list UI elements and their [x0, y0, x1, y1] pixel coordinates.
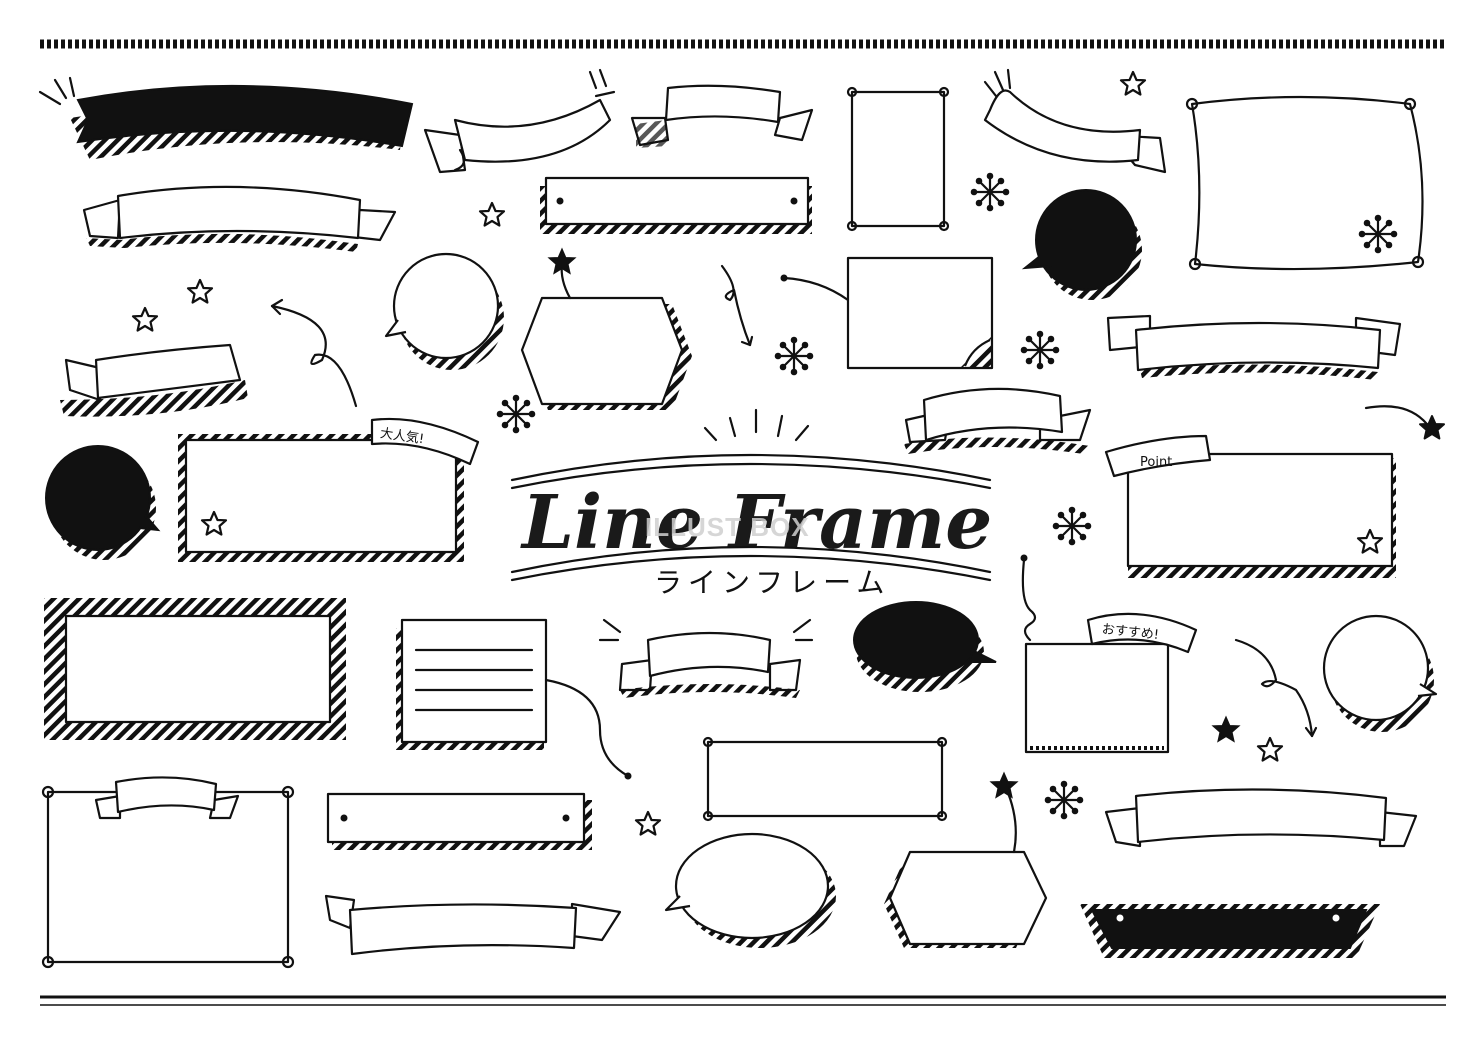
sticky-note-frame [780, 256, 994, 370]
watermark-text: ILLUST BOX [645, 512, 810, 542]
ribbon-curled-white-2 [983, 68, 1167, 174]
point-tag-frame: Point [1104, 434, 1396, 578]
recommended-tag-frame: おすすめ! [1020, 554, 1198, 754]
star-outline-icon [1119, 70, 1147, 96]
curly-arrow-2 [720, 264, 754, 347]
ribbon-long-white [82, 185, 397, 252]
speech-bubble-black-circle-1 [1021, 189, 1142, 300]
ribbon-black-solid [38, 76, 414, 160]
title-lockup: Line Frame ラインフレーム ILLUST BOX [510, 453, 992, 599]
burst-lines-title [703, 408, 810, 442]
plate-black-solid [1080, 904, 1380, 958]
wide-line-frame [702, 736, 948, 822]
hexagon-frame-2 [884, 773, 1048, 948]
subtitle-text: ラインフレーム [654, 566, 890, 599]
curly-arrow-3 [1234, 638, 1318, 738]
speech-bubble-black-circle-2 [45, 445, 161, 560]
ribbon-curled-white-1 [423, 68, 616, 174]
ribbon-frame-bottom-left [41, 776, 295, 969]
star-icon [634, 810, 662, 836]
title-text: Line Frame [520, 480, 992, 566]
star-icon [478, 201, 506, 227]
plate-frame-2 [326, 792, 592, 850]
ribbon-right-long [1106, 314, 1402, 380]
stars-cluster-left [131, 278, 214, 332]
striped-rect-frame [44, 598, 346, 740]
sparkle-icon [1044, 780, 1084, 820]
sparkle-icon [1052, 506, 1092, 546]
sparkle-icon [970, 172, 1010, 212]
lined-note-frame [396, 618, 632, 780]
speech-bubble-oval-outline [664, 832, 836, 948]
plate-frame-1 [540, 176, 812, 234]
stars-cluster-right [1213, 717, 1284, 762]
ribbon-wave-left [60, 343, 248, 417]
speech-bubble-black-oval [853, 601, 997, 692]
ribbon-mid-right [904, 387, 1092, 454]
sparkle-icon [774, 336, 814, 376]
ribbon-bottom-center [324, 894, 622, 956]
arrow-with-star [1364, 405, 1445, 440]
hexagon-frame-1 [520, 249, 692, 410]
speech-bubble-circle-outline-1 [384, 252, 504, 370]
ribbon-burst-center [598, 618, 814, 698]
bottom-double-border [40, 995, 1446, 1006]
sparkle-icon [496, 394, 536, 434]
popular-tag-label: 大人気! [379, 425, 425, 447]
point-tag-label: Point [1140, 455, 1172, 470]
recommended-tag-label: おすすめ! [1101, 622, 1159, 643]
sparkle-icon [1020, 330, 1060, 370]
ribbon-bottom-right [1104, 788, 1418, 848]
tall-line-frame [846, 86, 950, 232]
wavy-frame-top-right [1185, 95, 1425, 271]
speech-bubble-circle-outline-2 [1322, 614, 1438, 732]
curly-arrow-1 [270, 298, 358, 408]
popular-tag-frame: 大人気! [178, 417, 480, 562]
ribbon-small-banner [630, 84, 814, 148]
